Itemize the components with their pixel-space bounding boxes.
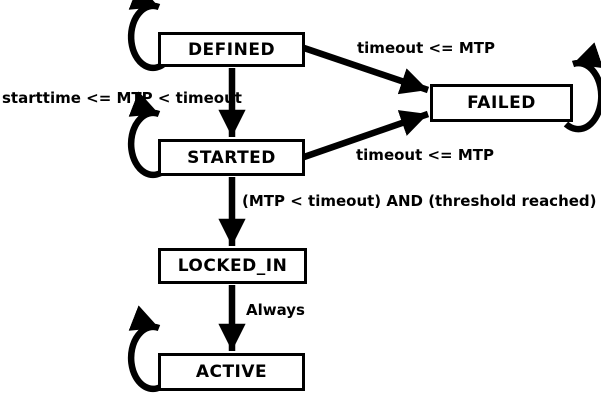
state-active: ACTIVE [158,353,305,391]
state-defined: DEFINED [158,32,305,67]
transition-label-defined-to-started: starttime <= MTP < timeout [2,89,242,107]
state-locked-in: LOCKED_IN [158,248,307,284]
arrow-started-to-failed [302,110,430,161]
state-failed: FAILED [430,84,573,122]
started-self-loop-arrow [127,91,169,179]
state-started: STARTED [158,139,305,176]
transition-label-started-to-locked-in: (MTP < timeout) AND (threshold reached) [242,192,597,210]
transition-label-locked-in-to-active: Always [246,301,305,319]
defined-self-loop-arrow [127,0,169,72]
arrow-defined-to-failed [302,44,430,95]
transition-label-started-to-failed: timeout <= MTP [356,146,495,164]
transition-label-defined-to-failed: timeout <= MTP [357,39,496,57]
active-self-loop-arrow [127,305,169,393]
